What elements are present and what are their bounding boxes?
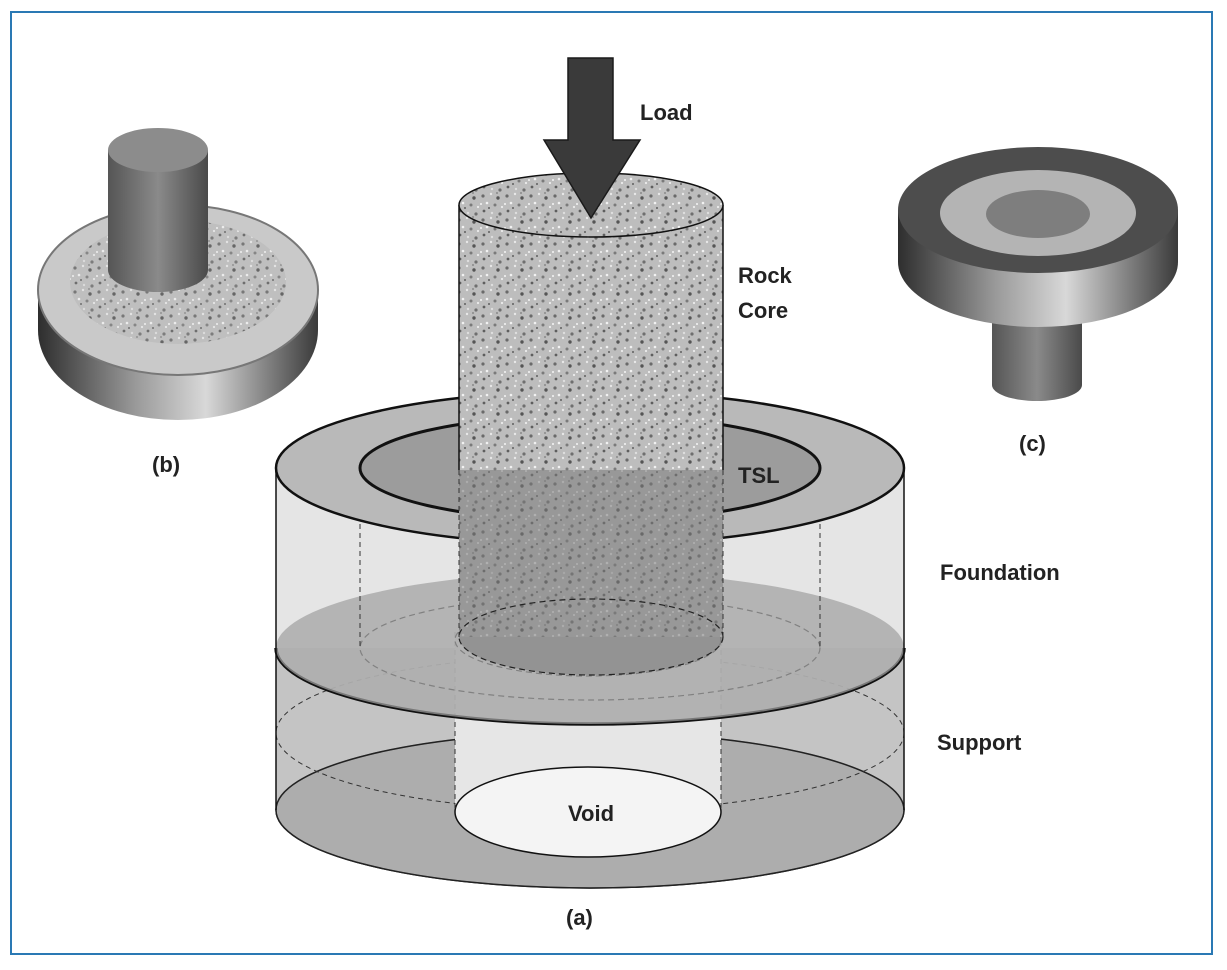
label-void: Void — [568, 801, 614, 826]
load-arrow-icon — [542, 57, 642, 220]
specimen-photo-b — [37, 128, 319, 420]
label-foundation: Foundation — [940, 560, 1060, 585]
caption-a: (a) — [566, 905, 593, 930]
specimen-c-core-face — [986, 190, 1090, 238]
label-tsl: TSL — [738, 463, 780, 488]
void-ellipse — [454, 766, 722, 858]
caption-c: (c) — [1019, 431, 1046, 456]
label-rock-core-line1: Rock — [738, 263, 793, 288]
specimen-b-core-side — [108, 150, 208, 292]
specimen-photo-c — [898, 147, 1178, 401]
specimen-b-core-top — [108, 128, 208, 172]
label-rock-core-line2: Core — [738, 298, 788, 323]
caption-b: (b) — [152, 452, 180, 477]
label-load: Load — [640, 100, 693, 125]
schematic-a — [274, 57, 906, 889]
label-support: Support — [937, 730, 1022, 755]
